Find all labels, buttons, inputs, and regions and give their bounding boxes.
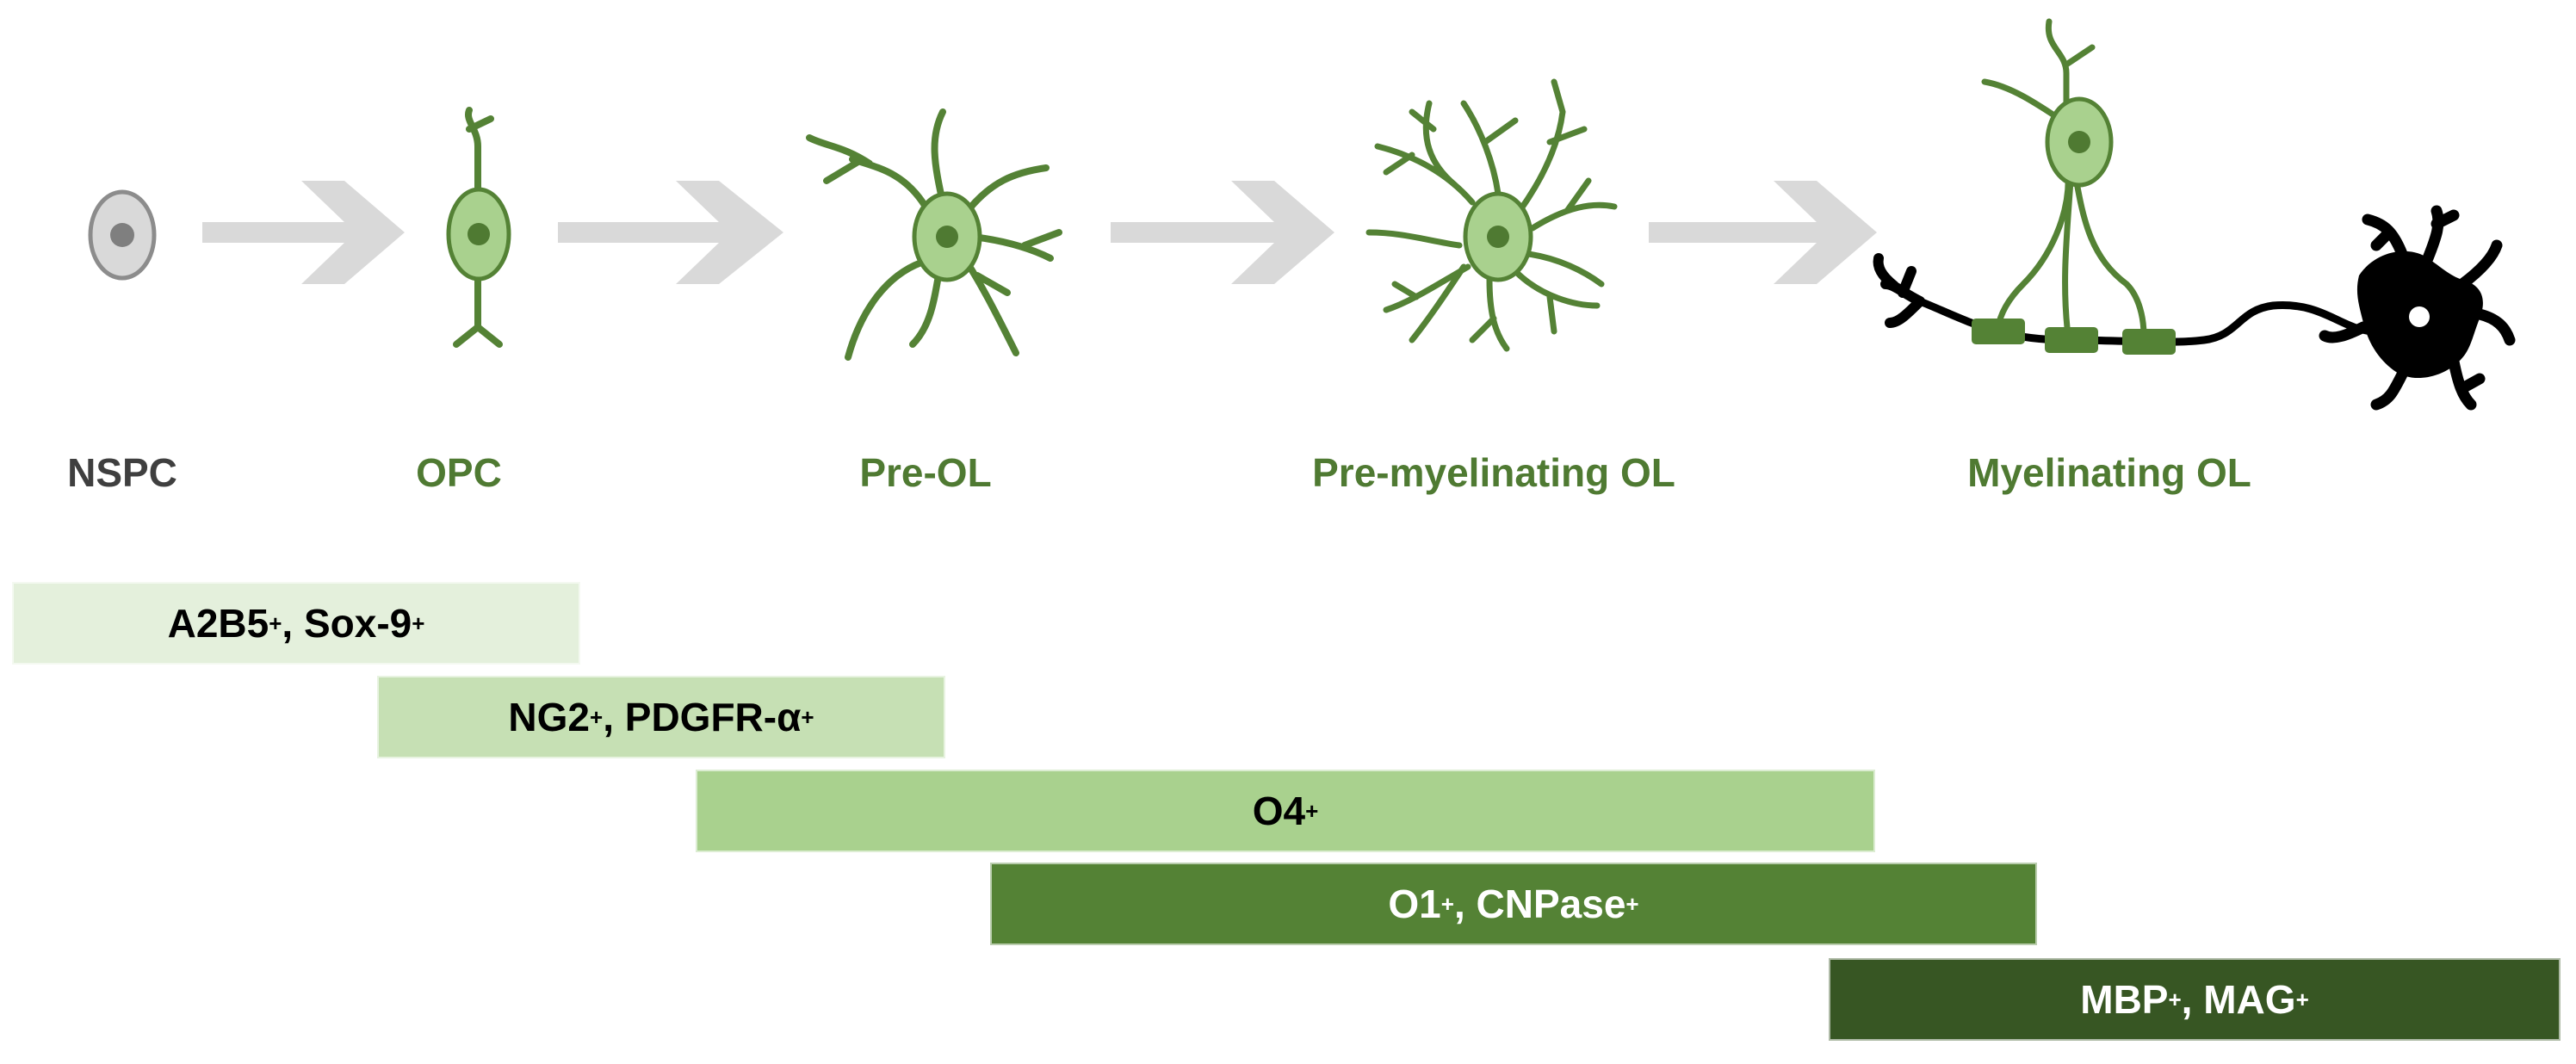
marker-bar-mbp-mag: MBP+ , MAG+ [1829,958,2561,1041]
marker-text: , Sox-9 [282,601,412,646]
stage-label-nspc: NSPC [67,450,177,495]
stage-label-opc: OPC [416,450,502,495]
marker-text: O4 [1252,789,1306,833]
arrow-right-icon [1649,181,1877,284]
marker-text: , PDGFR-α [603,695,802,739]
marker-text: MBP [2080,977,2169,1022]
marker-text: , MAG [2181,977,2296,1022]
stage-label-pre-ol: Pre-OL [859,450,992,495]
marker-bar-o4: O4+ [696,770,1875,852]
marker-text: O1 [1388,882,1441,926]
opc-cell-icon [446,107,511,348]
arrow-right-icon [1111,181,1334,284]
marker-bar-o1-cnpase: O1+ , CNPase+ [990,863,2037,945]
myelinating-ol-icon [1873,18,2377,355]
nspc-cell-icon [88,189,157,281]
marker-text: , CNPase [1453,882,1626,926]
neuron-icon [2319,205,2516,411]
arrow-right-icon [558,181,783,284]
marker-text: A2B5 [167,601,269,646]
stage-label-myelinating-ol: Myelinating OL [1967,450,2251,495]
arrow-right-icon [202,181,405,284]
marker-bar-ng2-pdgfra: NG2+, PDGFR-α+ [377,676,945,758]
pre-myelinating-ol-cell-icon [1365,78,1618,352]
marker-text: NG2 [508,695,591,739]
lineage-illustration [88,18,2516,411]
stage-label-pre-myelinating-ol: Pre-myelinating OL [1312,450,1675,495]
marker-bar-a2b5-sox9: A2B5+, Sox-9+ [12,582,580,665]
pre-ol-cell-icon [806,108,1062,361]
